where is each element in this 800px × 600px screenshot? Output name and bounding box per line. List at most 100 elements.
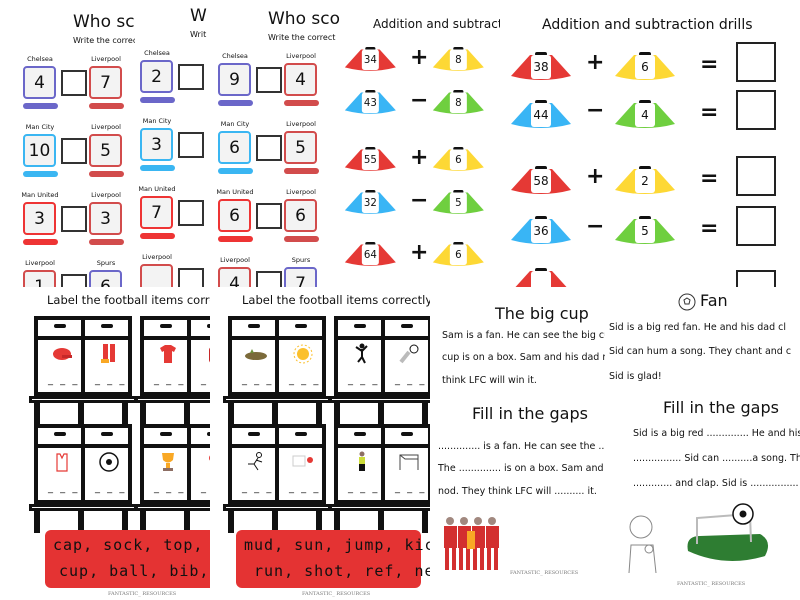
operator-sign: + [410,145,429,170]
word-bank: mud, sun, jump, kick,run, shot, ref, net [236,530,430,588]
score-box: 4 [23,66,56,99]
operator-sign: − [586,98,605,123]
answer-box[interactable] [61,70,87,96]
cone-icon: 8 [432,90,485,116]
locker-top [85,324,128,340]
word-line: cup, ball, bib, fan [59,562,210,580]
operator-sign: − [410,188,429,213]
locker-unit: _ _ _ _ _ _ [34,316,132,396]
answer-box[interactable] [256,135,282,161]
answer-box[interactable] [736,156,776,196]
sheet-title: Who scor [268,9,340,29]
team-label: Liverpool [91,123,121,131]
locker-unit: _ _ __ _ _ [334,424,430,504]
score-box: 4 [284,63,317,96]
locker-bench [223,504,331,511]
cone-icon: 34 [344,47,397,73]
cone-number: 5 [449,192,467,213]
answer-box[interactable] [736,90,776,130]
answer-box[interactable] [256,67,282,93]
locker-handle [247,324,260,328]
answer-box[interactable] [736,206,776,246]
watermark: FANTASTIC_ RESOURCES [302,591,371,597]
locker-leg [184,403,190,425]
story-title: The big cup [495,304,589,323]
locker-door: _ _ _ [34,424,85,504]
locker-door: _ _ _ [228,424,279,504]
locker-top [144,432,187,448]
locker-top [232,324,275,340]
score-box: 6 [218,131,251,164]
score-box: 3 [23,202,56,235]
operator-sign: − [586,214,605,239]
score-box: 6 [89,270,122,287]
answer-box[interactable] [61,274,87,287]
score-box: 5 [89,134,122,167]
locker-sheet: Label the football items correctly_ _ __… [210,288,430,600]
team-color-bar [218,236,253,242]
write-line: _ _ _ [95,375,127,386]
locker-unit: _ _ __ _ _ [228,424,326,504]
answer-box[interactable] [256,203,282,229]
cone-icon: 8 [432,47,485,73]
locker-top [385,324,428,340]
mud-icon [244,342,268,366]
locker-leg [122,403,128,425]
locker-handle [294,324,307,328]
team-label: Spurs [291,256,311,264]
locker-sheet: Label the football items corre_ _ __ _ _… [0,288,210,600]
locker-leg [422,511,428,533]
gaps-title: Fill in the gaps [663,398,779,417]
write-line: _ _ _ [242,375,274,386]
write-line: _ _ _ [48,375,80,386]
players-image [440,513,502,573]
team-color-bar [284,168,319,174]
locker-unit: _ _ __ _ _ [34,424,132,504]
story-line: Sid can hum a song. They chant and c [609,346,792,357]
score-sheet: Who scoWrite the correcChelsea4Liverpool… [0,0,135,287]
score-box: 6 [218,199,251,232]
locker-bench [29,396,137,403]
score-box: 7 [89,66,122,99]
equals-sign: = [700,166,719,191]
cone-number: 36 [531,219,551,243]
answer-box[interactable] [178,200,204,226]
answer-box[interactable] [736,42,776,82]
word-line: mud, sun, jump, kick, [244,536,430,554]
cone-icon: 5 [432,190,485,216]
sheet-subtitle: Writ [190,30,207,39]
goal-ball-image [685,496,770,566]
answer-box[interactable] [178,268,204,287]
team-color-bar [284,100,319,106]
locker-handle [247,432,260,436]
locker-handle [53,324,66,328]
answer-box[interactable] [61,206,87,232]
answer-box[interactable] [256,271,282,287]
locker-unit: _ _ __ _ _ [140,316,210,396]
cone-number: 64 [361,244,379,265]
answer-box[interactable] [736,270,776,287]
locker-bench [29,504,137,511]
locker-leg [272,403,278,425]
bag-icon [203,342,210,366]
write-line: _ _ _ [348,375,380,386]
score-box: 7 [140,196,173,229]
score-box: 4 [218,267,251,287]
shot-icon [291,450,315,474]
locker-top [191,432,210,448]
team-label: Liverpool [25,259,55,267]
cone-number: 32 [361,192,379,213]
answer-box[interactable] [178,64,204,90]
answer-box[interactable] [178,132,204,158]
cone-icon: 2 [614,166,676,196]
cone-icon [510,268,572,287]
score-box: 10 [23,134,56,167]
team-label: Liverpool [286,52,316,60]
answer-box[interactable] [61,138,87,164]
ball-icon [97,450,121,474]
cone-icon: 36 [510,216,572,246]
write-line: _ _ _ [154,483,186,494]
team-color-bar [218,168,253,174]
